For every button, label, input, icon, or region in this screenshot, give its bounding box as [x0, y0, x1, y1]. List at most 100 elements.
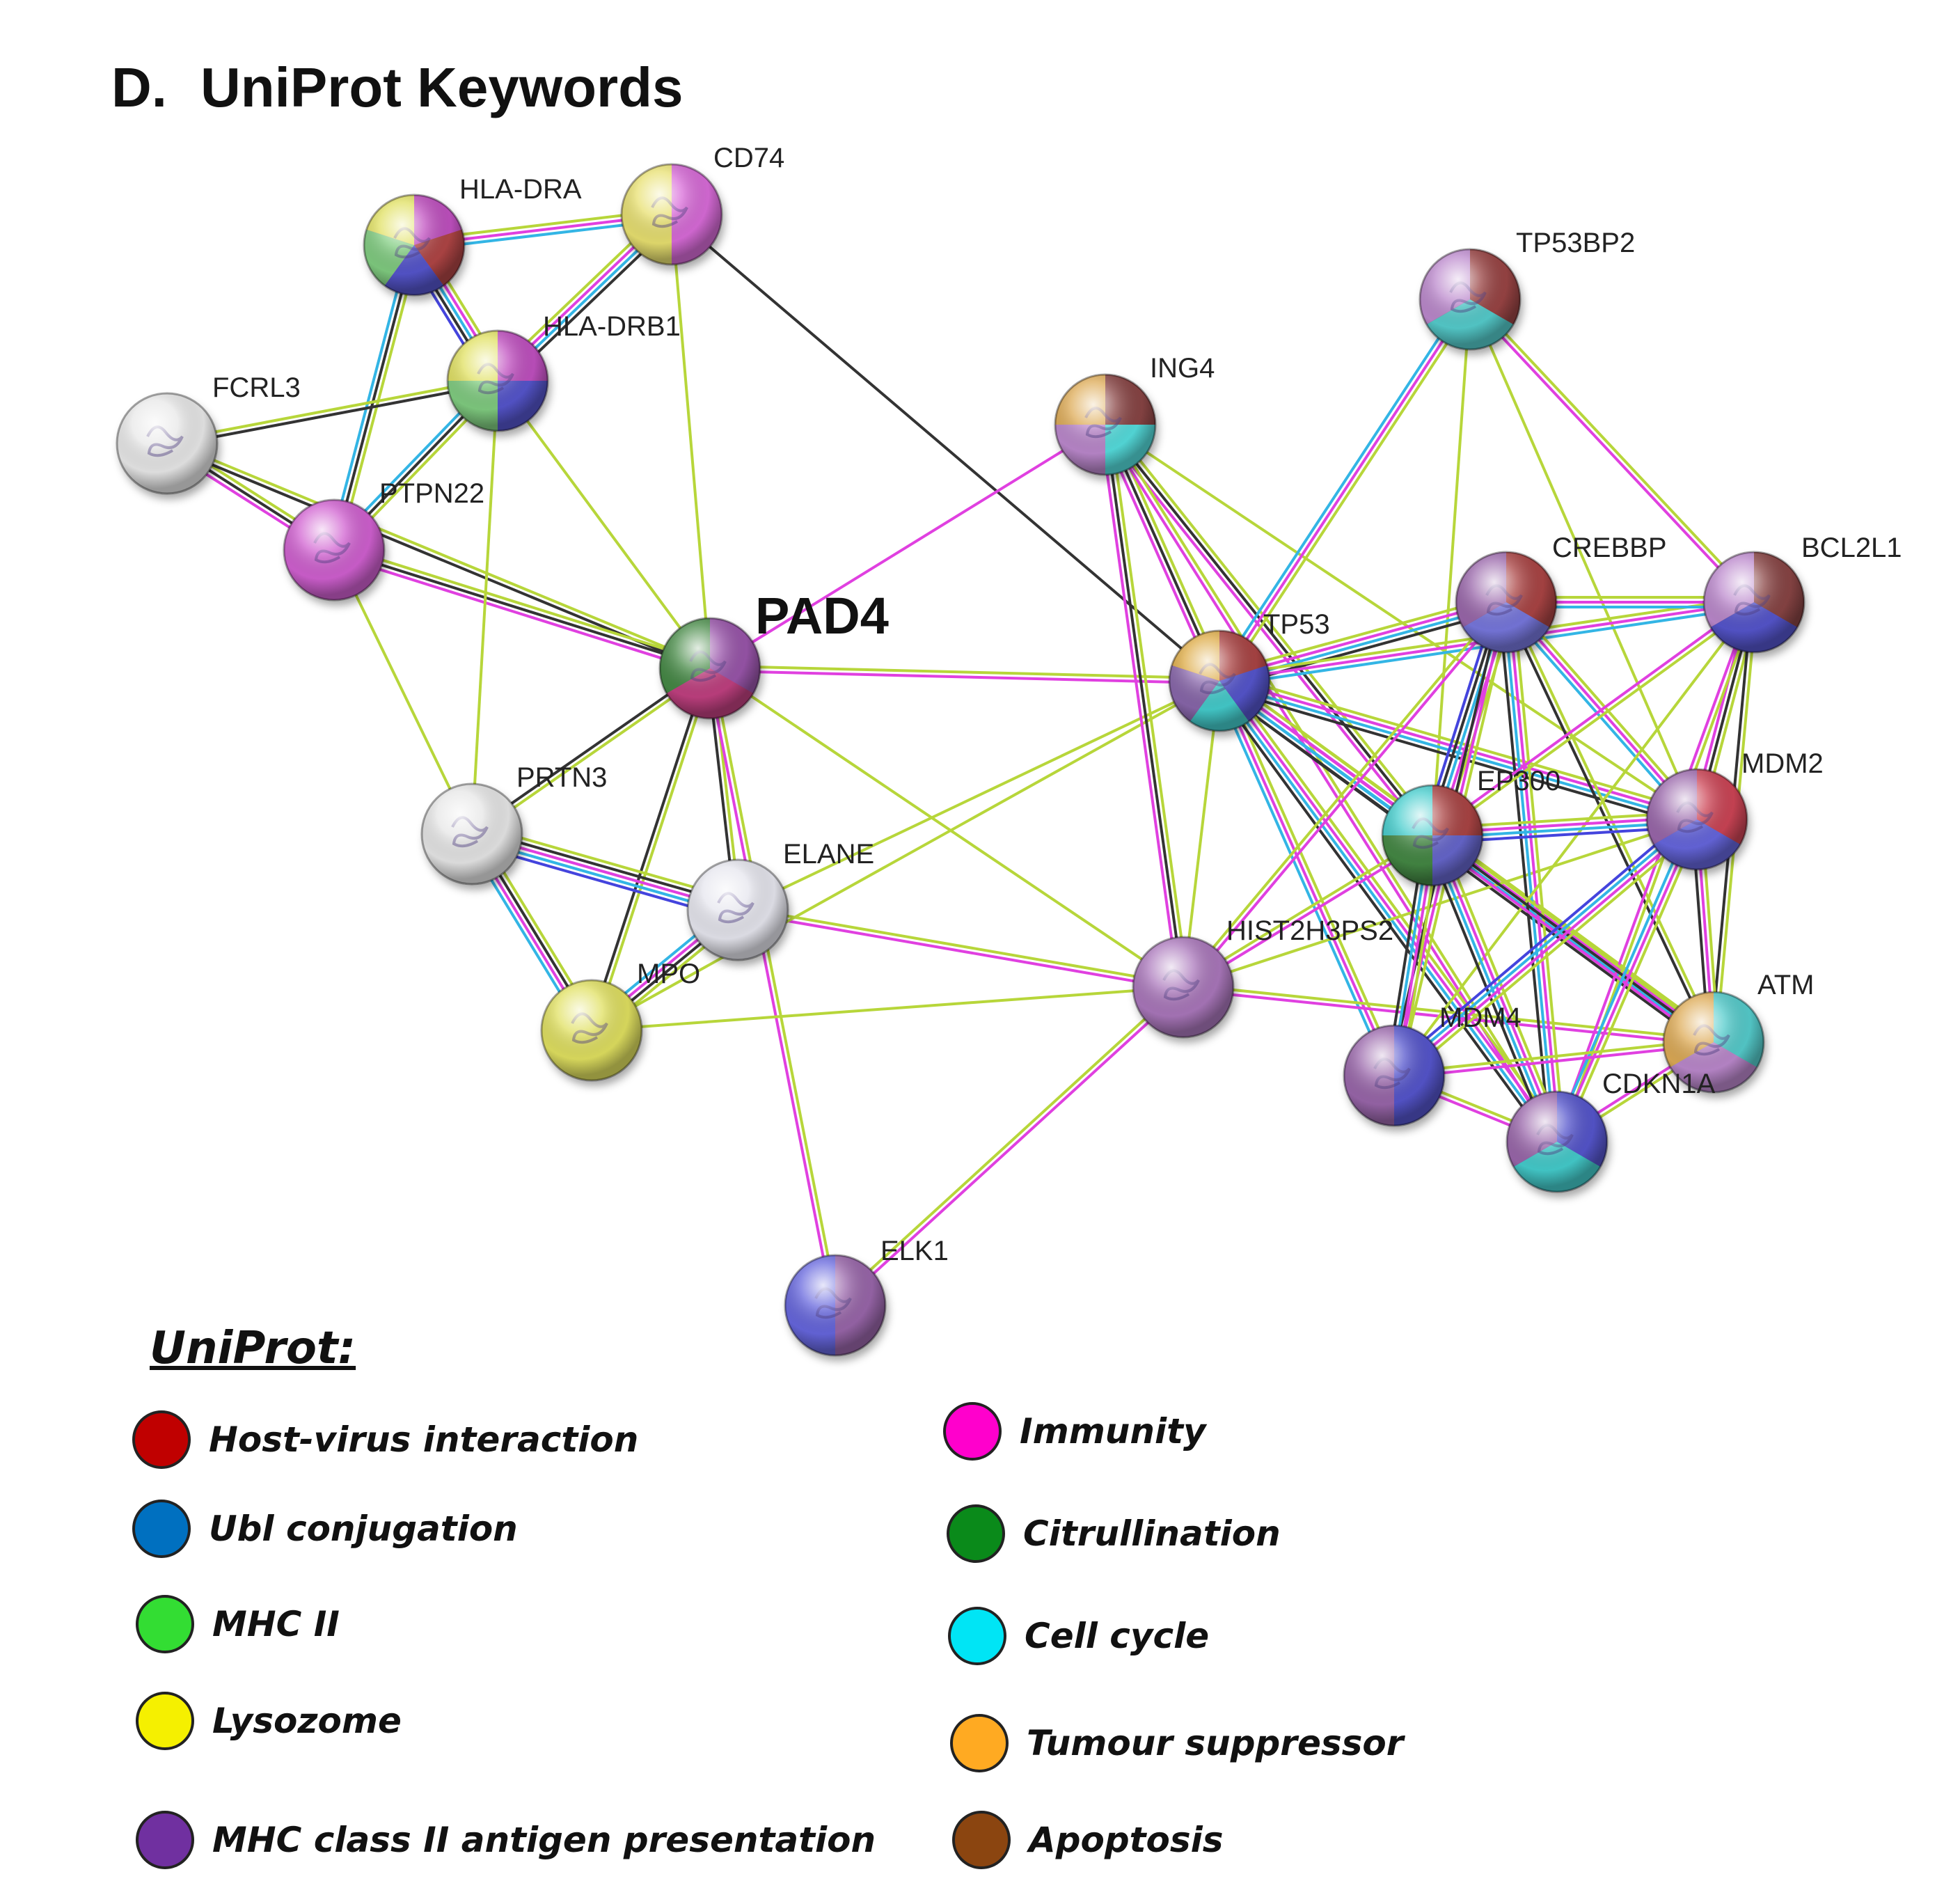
node-rim — [283, 498, 386, 601]
interaction-network: CD74HLA-DRAHLA-DRB1FCRL3PTPN22PAD4PRTN3E… — [116, 143, 1902, 1357]
legend-swatch-citrullination — [947, 1504, 1005, 1563]
node-gloss — [1507, 1092, 1607, 1192]
edge-ing4-ep300 — [1100, 420, 1438, 840]
edge-evidence-databases — [328, 243, 411, 549]
node-rim — [1381, 784, 1484, 887]
node-rim — [686, 858, 789, 961]
edge-mpo-tp53 — [591, 679, 1220, 1032]
node-label: ATM — [1757, 970, 1814, 1000]
node-label: HLA-DRA — [459, 174, 582, 205]
edge-hla-drb1-pad4 — [496, 379, 711, 670]
node-elane[interactable]: ELANE — [686, 839, 874, 961]
edge-evidence-textmining — [591, 986, 1184, 1032]
legend-item-mhc2: MHC II — [136, 1591, 340, 1658]
edge-evidence-experiments — [1507, 601, 1561, 1142]
edge-bcl2l1-mdm4 — [1393, 601, 1755, 1077]
edge-evidence-experiments — [1218, 298, 1471, 682]
node-gloss — [688, 860, 788, 960]
node-tp53bp2[interactable]: TP53BP2 — [1419, 228, 1635, 351]
legend-label-mhc2: MHC II — [212, 1604, 340, 1644]
edge-cd74-tp53 — [670, 213, 1221, 682]
legend-label-tumour: Tumour suppressor — [1027, 1723, 1404, 1763]
node-hist2h3ps2[interactable]: HIST2H3PS2 — [1132, 915, 1393, 1039]
node-gloss — [1420, 249, 1520, 349]
edge-tp53bp2-mdm2 — [1469, 299, 1698, 820]
node-label: PTPN22 — [379, 478, 484, 509]
edge-evidence-textmining — [1512, 601, 1566, 1142]
legend-swatch-mhc2 — [136, 1595, 194, 1653]
node-cdkn1a[interactable]: CDKN1A — [1506, 1069, 1716, 1193]
node-pad4[interactable]: PAD4 — [658, 587, 889, 720]
node-ep300[interactable]: EP300 — [1381, 766, 1560, 887]
edge-ep300-atm — [1428, 830, 1718, 1048]
edge-evidence-experiments — [1556, 819, 1698, 1142]
legend-heading: UniProt: — [150, 1323, 356, 1374]
node-mdm4[interactable]: MDM4 — [1343, 1002, 1522, 1127]
node-ing4[interactable]: ING4 — [1054, 353, 1215, 476]
node-hla-drb1[interactable]: HLA-DRB1 — [446, 311, 681, 432]
edge-evidence-textmining — [1398, 824, 1703, 1083]
node-fcrl3[interactable]: FCRL3 — [116, 372, 301, 495]
node-mdm2[interactable]: MDM2 — [1645, 748, 1824, 871]
legend-label-mhc2-antigen: MHC class II antigen presentation — [212, 1820, 876, 1860]
node-rim — [1132, 936, 1235, 1039]
edge-evidence-databases — [1391, 816, 1697, 1075]
node-gloss — [1382, 785, 1483, 886]
edge-evidence-experiments — [1553, 601, 1753, 1142]
node-elk1[interactable]: ELK1 — [784, 1236, 949, 1357]
edge-evidence-coexpression — [333, 549, 711, 670]
edge-evidence-experiments — [709, 423, 1107, 670]
edge-tp53bp2-bcl2l1 — [1467, 297, 1757, 605]
node-gloss — [1055, 375, 1155, 475]
edge-evidence-coexpression — [1212, 684, 1553, 1147]
node-prtn3[interactable]: PRTN3 — [420, 762, 607, 886]
node-rim — [540, 979, 643, 1082]
edge-evidence-textmining — [738, 906, 1184, 986]
node-label: HLA-DRB1 — [543, 311, 681, 342]
edge-evidence-textmining — [333, 549, 473, 835]
node-ptpn22[interactable]: PTPN22 — [283, 478, 484, 601]
edge-evidence-textmining — [591, 679, 1220, 1032]
legend-swatch-cell-cycle — [948, 1607, 1006, 1665]
edge-evidence-databases — [1551, 817, 1694, 1141]
edge-evidence-experiments — [1394, 1043, 1714, 1080]
node-crebbp[interactable]: CREBBP — [1455, 533, 1667, 654]
node-atm[interactable]: ATM — [1662, 970, 1814, 1094]
node-bcl2l1[interactable]: BCL2L1 — [1702, 533, 1902, 654]
node-tp53[interactable]: TP53 — [1168, 609, 1330, 732]
node-cd74[interactable]: CD74 — [620, 143, 784, 266]
node-gloss — [284, 500, 384, 600]
edge-evidence-experiments — [1220, 678, 1560, 1142]
node-rim — [1168, 629, 1271, 732]
legend-label-immunity: Immunity — [1020, 1411, 1206, 1451]
edge-evidence-textmining — [711, 667, 839, 1305]
node-label: CDKN1A — [1602, 1069, 1716, 1099]
node-label: CD74 — [713, 143, 784, 173]
node-mpo[interactable]: MPO — [540, 959, 700, 1082]
edge-hist2h3ps2-atm — [1183, 983, 1714, 1046]
legend-swatch-apoptosis — [952, 1811, 1011, 1869]
node-label: BCL2L1 — [1801, 533, 1902, 563]
edge-hist2h3ps2-crebbp — [1180, 599, 1510, 990]
node-gloss — [542, 980, 642, 1080]
edge-evidence-databases — [1214, 296, 1467, 679]
edge-evidence-experiments — [1394, 820, 1700, 1079]
edge-evidence-textmining — [1107, 420, 1438, 833]
node-label: MPO — [637, 959, 700, 989]
node-rim — [1054, 373, 1157, 476]
node-label: PRTN3 — [516, 762, 607, 793]
edge-evidence-textmining — [592, 668, 714, 1032]
edge-evidence-textmining — [1560, 820, 1703, 1144]
legend-swatch-tumour — [950, 1714, 1009, 1772]
legend-item-cell-cycle: Cell cycle — [948, 1603, 1209, 1669]
node-rim — [1645, 768, 1748, 871]
edge-evidence-textmining — [670, 214, 711, 669]
node-rim — [1506, 1090, 1609, 1193]
edge-fcrl3-pad4 — [165, 439, 712, 672]
edge-tp53-hist2h3ps2 — [1182, 680, 1221, 988]
legend-item-mhc2-antigen: MHC class II antigen presentation — [136, 1807, 876, 1873]
edge-evidence-textmining — [737, 679, 1220, 911]
node-hla-dra[interactable]: HLA-DRA — [363, 174, 582, 297]
node-gloss — [1344, 1025, 1444, 1126]
edge-evidence-databases — [1502, 602, 1556, 1142]
